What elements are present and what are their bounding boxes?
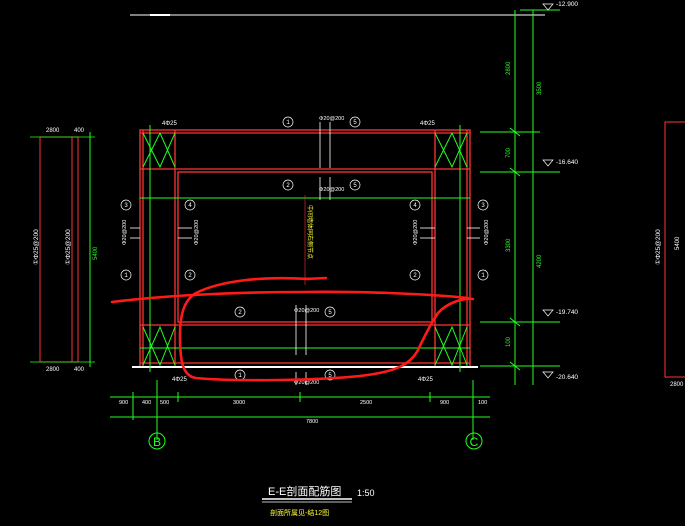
svg-text:5400: 5400: [675, 236, 681, 250]
marker-1-top: 1: [286, 119, 290, 126]
corner-tl: 4Φ25: [162, 121, 177, 127]
dim-right-4200: 4200: [537, 254, 543, 268]
bar-bot-slab: Φ20@200: [294, 380, 319, 386]
marker-5-bot: 5: [328, 372, 332, 379]
dim-right-2800: 2800: [506, 61, 512, 75]
bar-wall-l1: Φ20@200: [122, 220, 128, 245]
marker-1-r: 1: [481, 272, 485, 279]
axis-bubble-c: C: [465, 432, 483, 450]
right-dimension-chain: [480, 9, 560, 385]
marker-1-l: 1: [124, 272, 128, 279]
dim-right-700: 700: [506, 147, 512, 158]
marker-1-bot: 1: [238, 372, 242, 379]
drawing-scale: 1:50: [357, 488, 375, 498]
dim-bottom-500: 500: [160, 400, 169, 406]
marker-5-mid: 5: [353, 182, 357, 189]
dim-bottom-3000: 3000: [233, 400, 245, 406]
bar-wall-r1: Φ20@200: [413, 220, 419, 245]
svg-text:①Φ25@200: ①Φ25@200: [65, 229, 72, 265]
dim-bottom-total: 7800: [306, 419, 318, 425]
svg-text:①Φ25@200: ①Φ25@200: [655, 229, 662, 265]
dim-bottom-2500: 2500: [360, 400, 372, 406]
bar-wall-r2: Φ20@200: [484, 220, 490, 245]
svg-text:2800: 2800: [46, 367, 60, 373]
center-note: 中间墙体同右侧节点: [306, 205, 314, 259]
marker-2-r: 2: [413, 272, 417, 279]
drawing-subtitle: 剖面所属见-结12图: [270, 508, 329, 517]
elevation-1: -12.900: [556, 1, 578, 8]
bar-wall-l2: Φ20@200: [194, 220, 200, 245]
dim-bottom-400: 400: [142, 400, 151, 406]
corner-tr: 4Φ25: [420, 121, 435, 127]
svg-text:2800: 2800: [670, 382, 684, 388]
dim-right-100: 100: [506, 336, 512, 347]
marker-4-r: 4: [413, 202, 417, 209]
bar-top-slab: Φ20@200: [319, 116, 344, 122]
rebar-leaders: [130, 122, 480, 385]
marker-2-l: 2: [188, 272, 192, 279]
marker-bubbles: [120, 116, 489, 381]
dim-bottom-100: 100: [478, 400, 487, 406]
axis-bubble-b: B: [148, 432, 166, 450]
svg-text:①Φ25@200: ①Φ25@200: [33, 229, 40, 265]
svg-text:2800: 2800: [46, 128, 60, 134]
markup-highlight: [110, 276, 475, 382]
drawing-title: E-E剖面配筋图: [268, 484, 341, 498]
svg-text:400: 400: [74, 128, 85, 134]
svg-text:B: B: [153, 435, 161, 449]
dim-right-3500: 3500: [537, 81, 543, 95]
corner-bl: 4Φ25: [172, 377, 187, 383]
bottom-dimension-chain: [110, 380, 490, 440]
corner-rebar: [140, 125, 470, 372]
bar-mid-slab: Φ20@200: [319, 187, 344, 193]
corner-br: 4Φ25: [418, 377, 433, 383]
svg-text:5400: 5400: [93, 246, 99, 260]
right-panel: ①Φ25@200 5400 2800: [655, 121, 685, 388]
svg-text:C: C: [470, 435, 479, 449]
marker-2-mid: 2: [286, 182, 290, 189]
dim-bottom-900b: 900: [440, 400, 449, 406]
dim-right-3300: 3300: [506, 238, 512, 252]
dim-bottom-900: 900: [119, 400, 128, 406]
marker-3-r: 3: [481, 202, 485, 209]
structure-outline: [139, 129, 471, 368]
marker-5-top: 5: [353, 119, 357, 126]
elevation-2: -16.640: [556, 159, 578, 166]
left-panel: 2800 400 2800 400 ①Φ25@200 ①Φ25@200 5400: [30, 128, 99, 373]
marker-4-l: 4: [188, 202, 192, 209]
marker-3-l: 3: [124, 202, 128, 209]
marker-2-low: 2: [238, 309, 242, 316]
elevation-3: -19.740: [556, 309, 578, 316]
title-block: E-E剖面配筋图 1:50 剖面所属见-结12图: [262, 484, 375, 517]
marker-5-low: 5: [328, 309, 332, 316]
bar-low-slab: Φ20@200: [294, 308, 319, 314]
svg-text:400: 400: [74, 367, 85, 373]
elevation-4: -20.640: [556, 374, 578, 381]
